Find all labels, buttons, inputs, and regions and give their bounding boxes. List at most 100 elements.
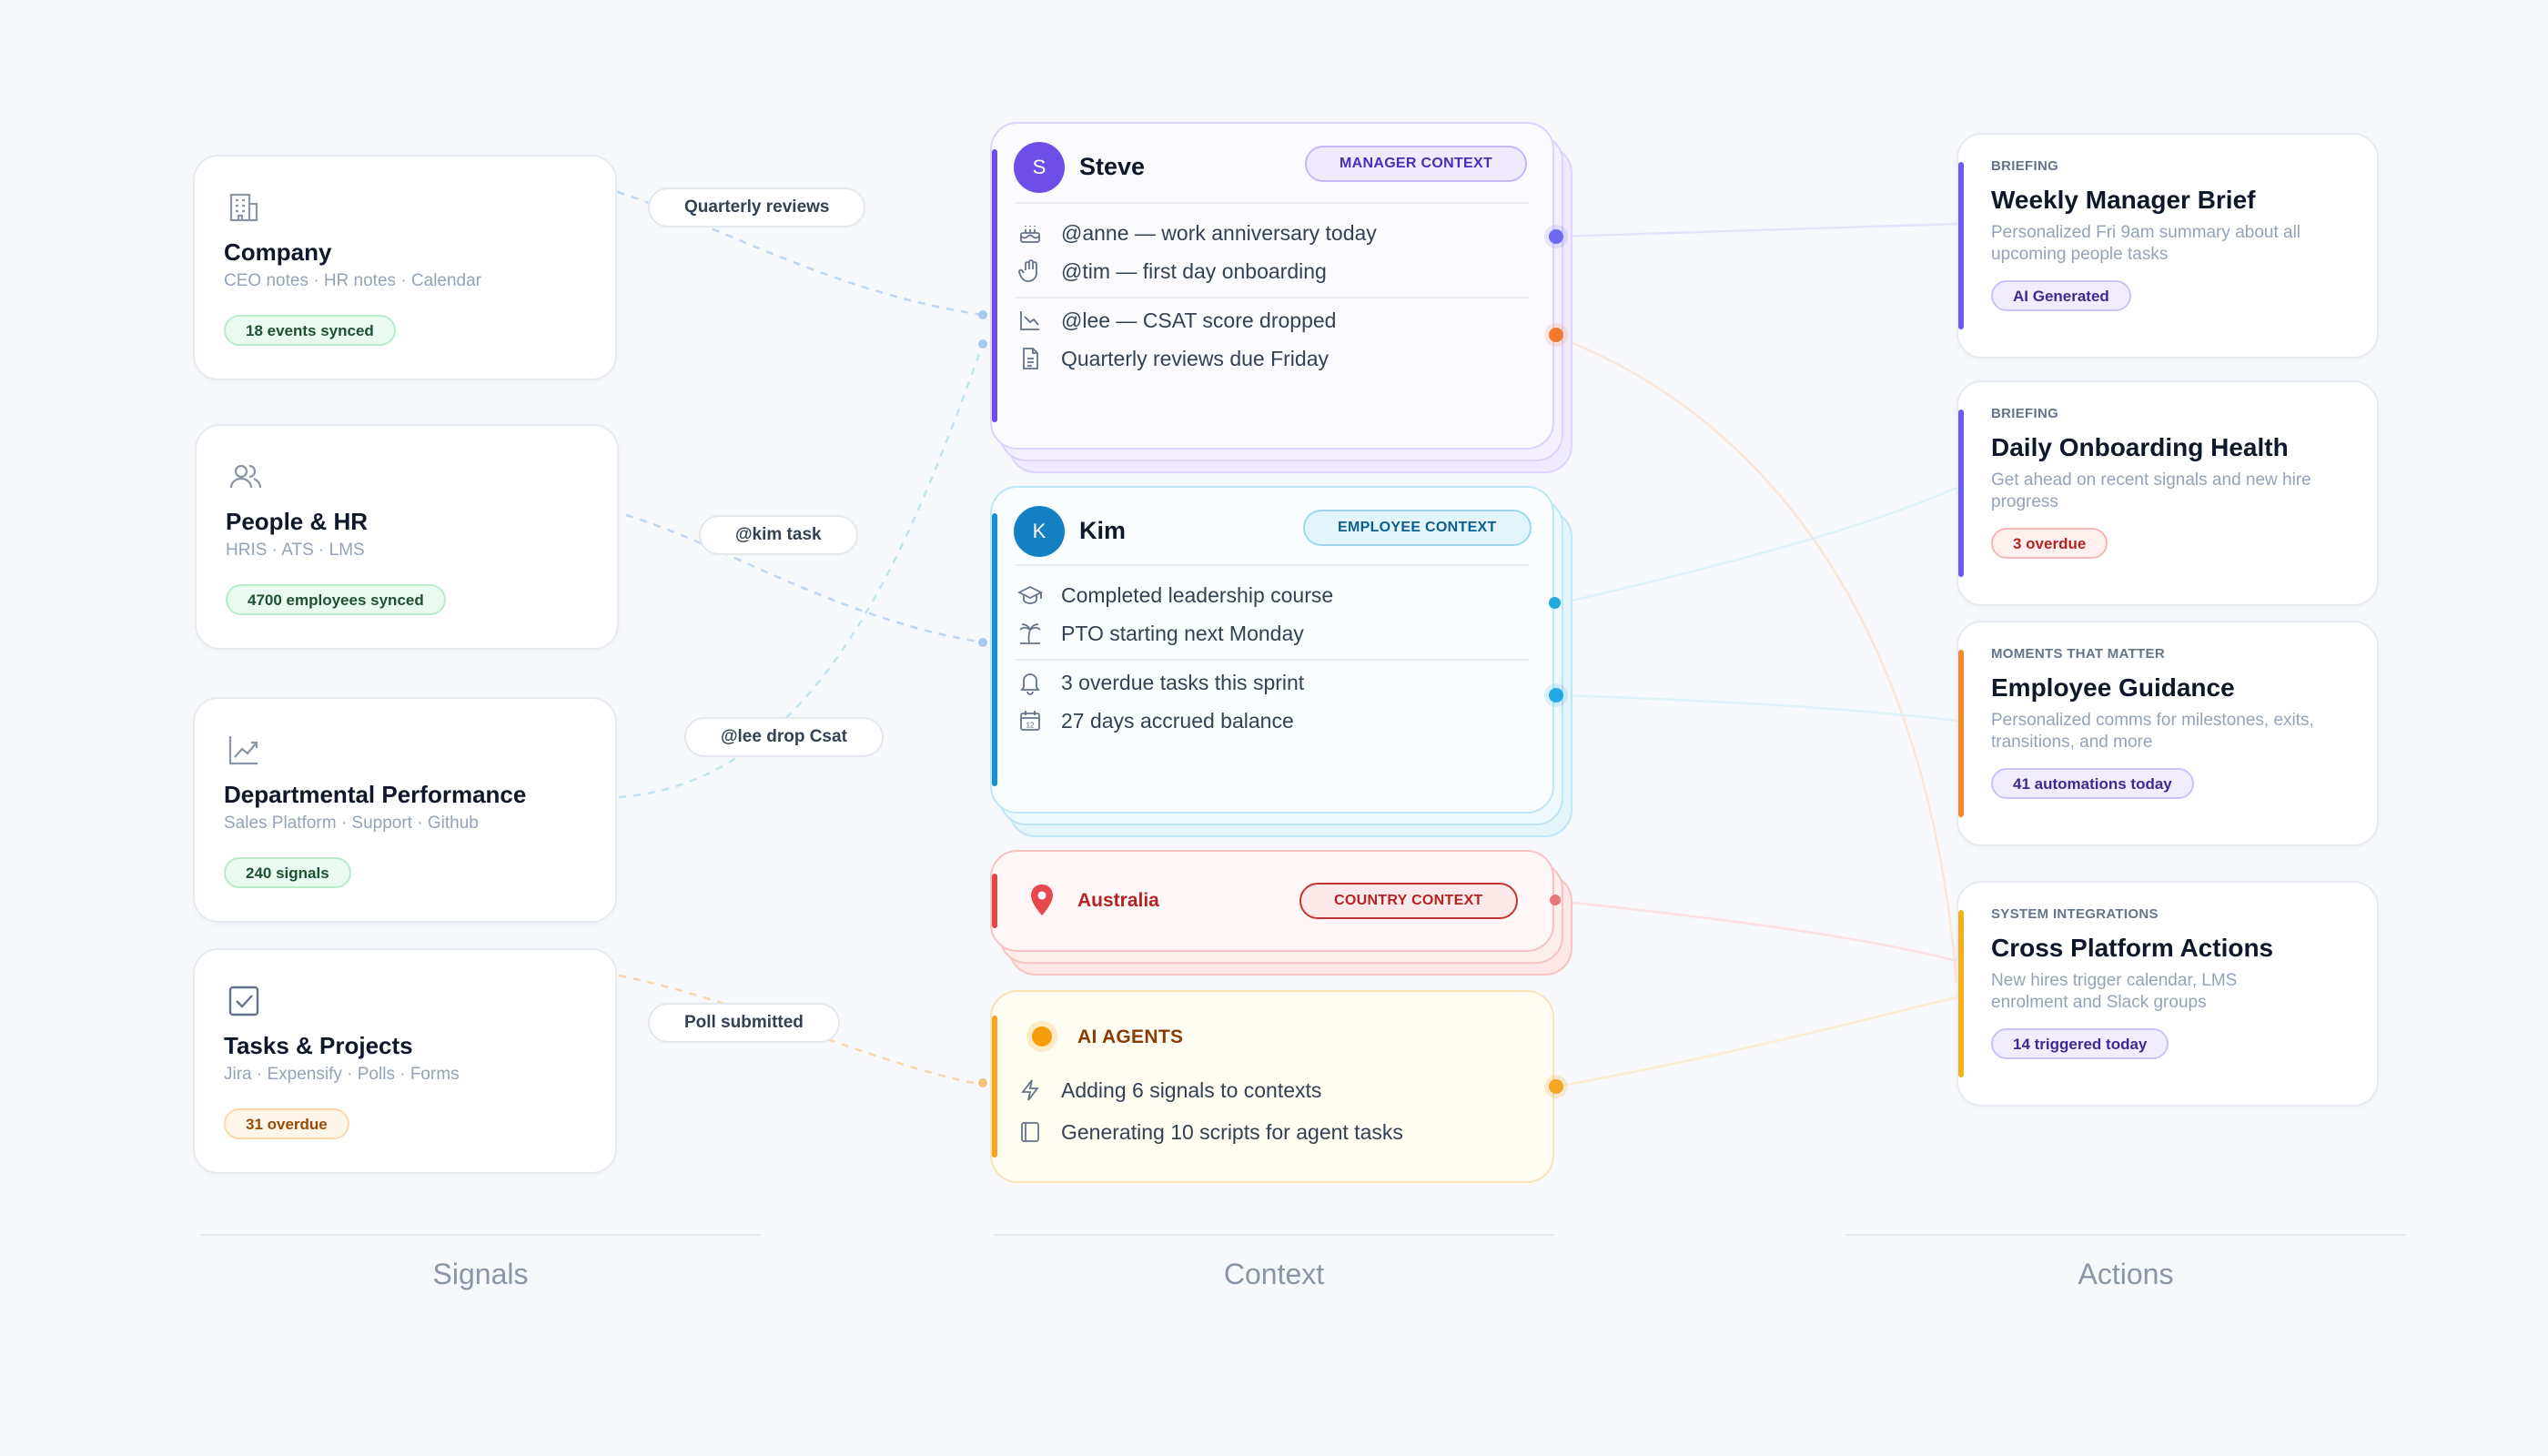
- action-card-employee-guidance[interactable]: MOMENTS THAT MATTER Employee Guidance Pe…: [1956, 621, 2379, 846]
- context-row: 3 overdue tasks this sprint: [1017, 664, 1304, 701]
- signal-card-people-hr[interactable]: People & HR HRIS · ATS · LMS 4700 employ…: [195, 424, 619, 650]
- action-card-cross-platform-actions[interactable]: SYSTEM INTEGRATIONS Cross Platform Actio…: [1956, 881, 2379, 1107]
- action-badge: 41 automations today: [1991, 768, 2194, 799]
- divider: [1016, 297, 1529, 298]
- signal-pill-quarterly-reviews[interactable]: Quarterly reviews: [648, 187, 866, 228]
- wire-steve-brief: [1555, 222, 1957, 238]
- context-card-front: S Steve MANAGER CONTEXT @anne — work ann…: [990, 122, 1554, 450]
- location-pin-icon: [1028, 883, 1056, 919]
- lightning-icon: [1017, 1077, 1043, 1103]
- context-card-front: Australia COUNTRY CONTEXT: [990, 850, 1554, 952]
- divider: [1016, 659, 1529, 661]
- divider: [1016, 564, 1529, 566]
- action-title: Daily Onboarding Health: [1991, 433, 2289, 461]
- signal-card-tasks-projects[interactable]: Tasks & Projects Jira · Expensify · Poll…: [193, 948, 617, 1174]
- context-row-text: @lee — CSAT score dropped: [1061, 308, 1337, 332]
- wire-node: [978, 638, 987, 647]
- action-category: BRIEFING: [1991, 158, 2059, 174]
- column-label-context: Context: [1223, 1258, 1325, 1290]
- action-category: MOMENTS THAT MATTER: [1991, 646, 2165, 662]
- context-row-text: 27 days accrued balance: [1061, 708, 1294, 733]
- action-card-daily-onboarding-health[interactable]: BRIEFING Daily Onboarding Health Get ahe…: [1956, 380, 2379, 606]
- accent-bar: [992, 1016, 997, 1158]
- action-description: Personalized comms for milestones, exits…: [1991, 711, 2314, 752]
- connector-dot: [1549, 1079, 1563, 1094]
- wire-agents-integrations: [1555, 996, 1957, 1088]
- wire-people: [625, 513, 984, 644]
- context-person-name: Kim: [1079, 517, 1127, 544]
- signal-card-departmental-performance[interactable]: Departmental Performance Sales Platform …: [193, 697, 617, 923]
- context-row-text: @tim — first day onboarding: [1061, 258, 1327, 283]
- connector-dot: [1549, 688, 1563, 703]
- signal-card-company[interactable]: Company CEO notes · HR notes · Calendar …: [193, 155, 617, 380]
- column-label-actions: Actions: [2078, 1258, 2174, 1290]
- context-row-text: Quarterly reviews due Friday: [1061, 346, 1329, 370]
- action-title: Employee Guidance: [1991, 673, 2235, 702]
- accent-bar: [1958, 162, 1964, 329]
- signal-title: Departmental Performance: [224, 781, 527, 808]
- palm-tree-icon: [1017, 621, 1043, 646]
- context-row: Quarterly reviews due Friday: [1017, 340, 1329, 377]
- signal-pill-kim-task[interactable]: @kim task: [699, 515, 858, 555]
- context-row-text: PTO starting next Monday: [1061, 621, 1304, 645]
- context-card-front: K Kim EMPLOYEE CONTEXT Completed leaders…: [990, 486, 1554, 814]
- action-card-weekly-manager-brief[interactable]: BRIEFING Weekly Manager Brief Personaliz…: [1956, 133, 2379, 359]
- signal-badge: 4700 employees synced: [226, 584, 446, 615]
- connector-dot: [1550, 895, 1561, 905]
- people-icon: [228, 459, 264, 495]
- context-tag: MANAGER CONTEXT: [1305, 146, 1528, 182]
- context-row: @anne — work anniversary today: [1017, 215, 1377, 251]
- context-card-steve[interactable]: S Steve MANAGER CONTEXT @anne — work ann…: [990, 122, 1572, 477]
- action-title: Weekly Manager Brief: [1991, 186, 2256, 214]
- action-badge: AI Generated: [1991, 280, 2131, 311]
- wire-steve-integrations: [1555, 335, 1958, 984]
- context-card-front: AI AGENTS Adding 6 signals to contexts G…: [990, 990, 1554, 1183]
- calendar-icon: 12: [1017, 708, 1043, 733]
- cake-icon: [1017, 220, 1043, 246]
- checkbox-icon: [226, 983, 262, 1019]
- accent-bar: [1958, 910, 1964, 1077]
- context-tag: COUNTRY CONTEXT: [1299, 883, 1518, 919]
- signal-title: Company: [224, 238, 332, 266]
- signal-title: Tasks & Projects: [224, 1032, 413, 1059]
- trend-chart-icon: [226, 732, 262, 768]
- signal-sources: HRIS · ATS · LMS: [226, 541, 365, 560]
- signal-title: People & HR: [226, 508, 369, 535]
- divider: [1016, 202, 1529, 204]
- avatar: K: [1014, 506, 1065, 557]
- action-badge: 14 triggered today: [1991, 1028, 2169, 1059]
- signal-sources: Jira · Expensify · Polls · Forms: [224, 1065, 460, 1084]
- context-row: @tim — first day onboarding: [1017, 253, 1327, 289]
- action-title: Cross Platform Actions: [1991, 934, 2274, 962]
- agent-row-text: Generating 10 scripts for agent tasks: [1061, 1119, 1403, 1144]
- country-name: Australia: [1077, 890, 1159, 911]
- signal-pill-poll-submitted[interactable]: Poll submitted: [648, 1003, 840, 1043]
- accent-bar: [1958, 410, 1964, 577]
- column-label-signals: Signals: [432, 1258, 529, 1290]
- signal-sources: Sales Platform · Support · Github: [224, 814, 479, 833]
- context-row: Completed leadership course: [1017, 577, 1333, 613]
- column-divider: [994, 1234, 1554, 1236]
- context-row: 12 27 days accrued balance: [1017, 703, 1294, 739]
- context-card-ai-agents[interactable]: AI AGENTS Adding 6 signals to contexts G…: [990, 990, 1554, 1183]
- connector-dot: [1549, 328, 1563, 342]
- wire-country-integrations: [1555, 899, 1957, 963]
- context-row-text: @anne — work anniversary today: [1061, 220, 1377, 245]
- accent-bar: [992, 874, 997, 928]
- signal-badge: 31 overdue: [224, 1108, 349, 1139]
- building-icon: [226, 189, 262, 226]
- agent-row: Generating 10 scripts for agent tasks: [1017, 1114, 1403, 1150]
- context-row-text: Completed leadership course: [1061, 582, 1334, 607]
- wire-node: [978, 339, 987, 349]
- connector-dot: [1549, 229, 1563, 244]
- signal-badge: 240 signals: [224, 857, 351, 888]
- agents-title: AI AGENTS: [1077, 1026, 1184, 1047]
- signal-pill-lee-drop[interactable]: @lee drop Csat: [684, 717, 884, 757]
- action-description: Personalized Fri 9am summary about all u…: [1991, 223, 2301, 264]
- action-category: BRIEFING: [1991, 406, 2059, 421]
- column-divider: [1845, 1234, 2406, 1236]
- context-card-kim[interactable]: K Kim EMPLOYEE CONTEXT Completed leaders…: [990, 486, 1572, 841]
- context-card-country[interactable]: Australia COUNTRY CONTEXT: [990, 850, 1572, 977]
- context-row-text: 3 overdue tasks this sprint: [1061, 670, 1305, 694]
